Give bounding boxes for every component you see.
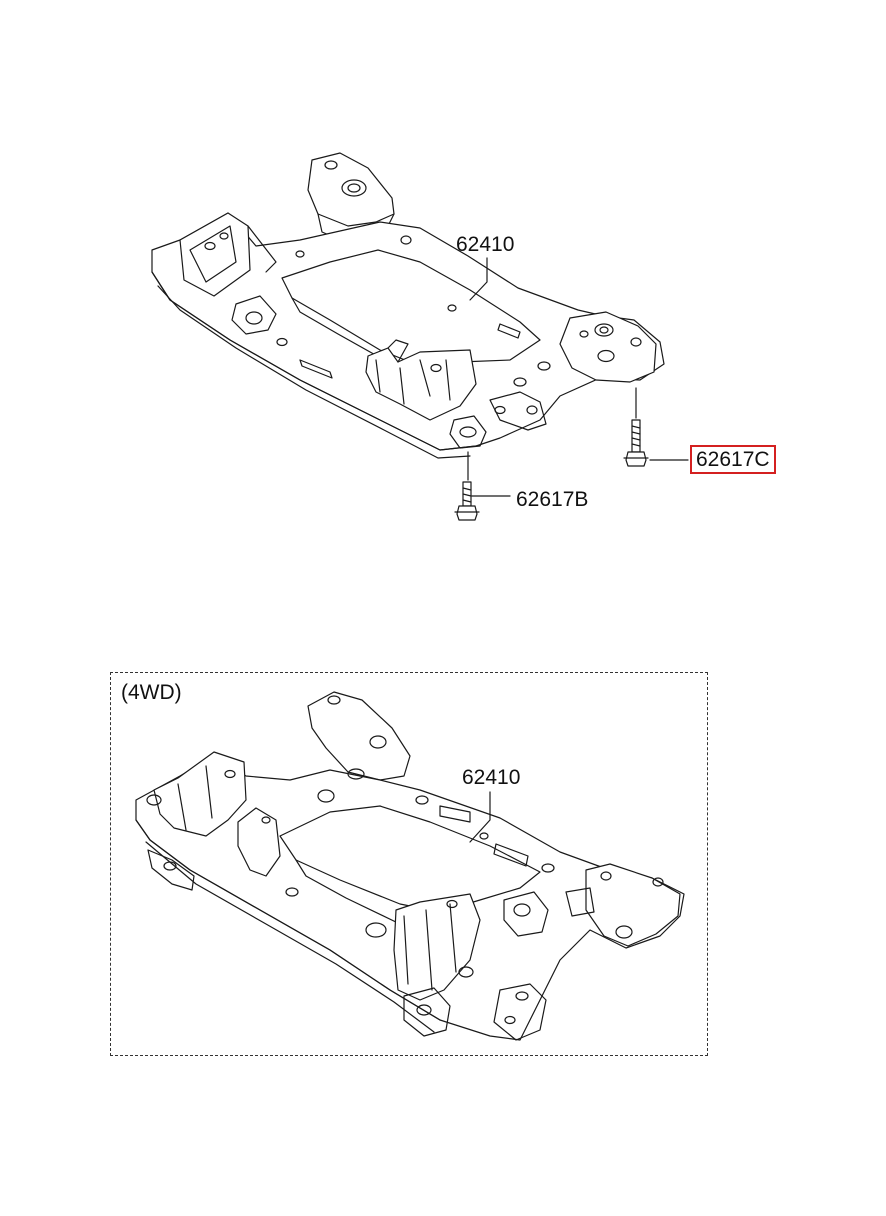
bottom-leader bbox=[469, 791, 491, 843]
4wd-group-box: (4WD) bbox=[110, 672, 708, 1056]
part-label-bolt-62617b[interactable]: 62617B bbox=[516, 488, 589, 511]
bolt-62617b-illustration bbox=[454, 481, 480, 521]
bottom-crossmember-illustration bbox=[135, 691, 685, 1041]
top-crossmember-illustration bbox=[151, 152, 665, 459]
top-leaders bbox=[467, 257, 689, 497]
part-label-crossmember-4wd[interactable]: 62410 bbox=[462, 766, 521, 789]
4wd-group-label: (4WD) bbox=[121, 681, 182, 704]
part-label-crossmember-top[interactable]: 62410 bbox=[456, 233, 515, 256]
bolt-62617c-illustration bbox=[623, 419, 649, 467]
part-label-bolt-62617c[interactable]: 62617C bbox=[690, 445, 776, 474]
